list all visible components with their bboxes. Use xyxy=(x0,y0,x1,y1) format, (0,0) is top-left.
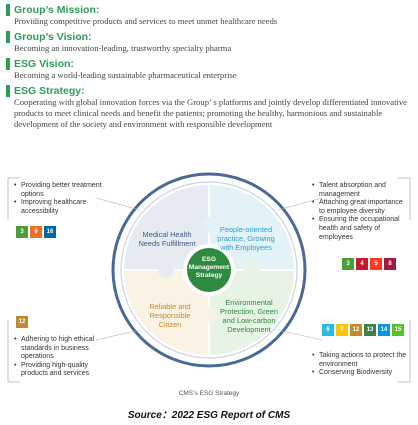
callout-bottom-right: Taking actions to protect the environmen… xyxy=(312,352,410,378)
sdg-goal-icon: 15 xyxy=(392,324,404,336)
quadrant-label-top-left: Medical Health Needs Fulfillment xyxy=(138,230,196,248)
esg-vision-text: Becoming a world-leading sustainable pha… xyxy=(14,70,237,80)
puzzle-wheel xyxy=(7,172,411,383)
sdg-goal-icon: 12 xyxy=(350,324,362,336)
sdg-goal-icon: 6 xyxy=(322,324,334,336)
callout-item: Conserving Biodiversity xyxy=(312,369,410,378)
sdg-goal-icon: 5 xyxy=(370,258,382,270)
green-marker xyxy=(6,31,10,43)
callout-item: Improving healthcare accessibility xyxy=(14,199,106,216)
green-marker xyxy=(6,4,10,16)
callout-top-left: Providing better treatment optionsImprov… xyxy=(14,182,106,216)
callout-item: Ensuring the occupational health and saf… xyxy=(312,216,410,242)
sdg-goal-icon: 14 xyxy=(378,324,390,336)
source-note: Source：2022 ESG Report of CMS xyxy=(127,410,291,421)
green-marker xyxy=(6,85,10,97)
puzzle-knob xyxy=(201,217,217,233)
esg-strategy-diagram: ESG Management Strategy Medical Health N… xyxy=(0,170,418,400)
sdg-icons-bottom-left: 12 xyxy=(16,316,28,328)
quadrant-label-bottom-left: Reliable and Responsible Citizen xyxy=(149,302,191,329)
callout-bottom-left: Adhering to high ethical standards in bu… xyxy=(14,336,114,379)
vision-text: Becoming an innovation-leading, trustwor… xyxy=(14,43,232,53)
callout-item: Talent absorption and management xyxy=(312,182,410,199)
green-marker xyxy=(6,58,10,70)
esg-strategy-text: Cooperating with global innovation force… xyxy=(14,97,407,129)
callout-item: Adhering to high ethical standards in bu… xyxy=(14,336,114,362)
puzzle-knob xyxy=(158,262,174,278)
esg-strategy-section: ESG Strategy: Cooperating with global in… xyxy=(6,85,414,130)
sdg-goal-icon: 4 xyxy=(356,258,368,270)
callout-list: Talent absorption and managementAttachin… xyxy=(312,182,410,242)
quadrant-bottom-left xyxy=(121,269,210,358)
callout-item: Taking actions to protect the environmen… xyxy=(312,352,410,369)
vision-section: Group’s Vision: Becoming an innovation-l… xyxy=(6,31,414,54)
sdg-goal-icon: 12 xyxy=(16,316,28,328)
sdg-goal-icon: 9 xyxy=(30,226,42,238)
vision-title: Group’s Vision: xyxy=(14,31,92,43)
puzzle-knob xyxy=(244,262,260,278)
sdg-goal-icon: 13 xyxy=(364,324,376,336)
mission-section: Group’s Mission: Providing competitive p… xyxy=(6,4,414,27)
core-circle xyxy=(187,248,231,292)
statements-section: Group’s Mission: Providing competitive p… xyxy=(6,4,414,134)
diagram-caption: CMS’s ESG Strategy xyxy=(178,390,240,397)
callout-list: Adhering to high ethical standards in bu… xyxy=(14,336,114,379)
quadrant-label-top-right: People-oriented practice, Growing with E… xyxy=(217,225,275,252)
callout-list: Taking actions to protect the environmen… xyxy=(312,352,410,378)
quadrant-top-left xyxy=(121,182,210,271)
callout-frames xyxy=(7,177,411,383)
sdg-goal-icon: 7 xyxy=(336,324,348,336)
sdg-goal-icon: 3 xyxy=(342,258,354,270)
mission-text: Providing competitive products and servi… xyxy=(14,16,278,26)
sdg-goal-icon: 8 xyxy=(384,258,396,270)
esg-vision-title: ESG Vision: xyxy=(14,58,74,70)
esg-strategy-title: ESG Strategy: xyxy=(14,85,85,97)
callout-top-right: Talent absorption and managementAttachin… xyxy=(312,182,410,242)
quadrant-bottom-right xyxy=(208,269,297,358)
esg-vision-section: ESG Vision: Becoming a world-leading sus… xyxy=(6,58,414,81)
core-label: ESG Management Strategy xyxy=(188,256,230,279)
callout-list: Providing better treatment optionsImprov… xyxy=(14,182,106,216)
callout-item: Attaching great importance to employee d… xyxy=(312,199,410,216)
quadrant-label-bottom-right: Environmental Protection, Green and Low-… xyxy=(220,298,278,334)
sdg-goal-icon: 3 xyxy=(16,226,28,238)
mission-title: Group’s Mission: xyxy=(14,4,100,16)
quadrant-top-right xyxy=(208,182,297,271)
inner-ring xyxy=(120,181,298,359)
sdg-goal-icon: 16 xyxy=(44,226,56,238)
callout-item: Providing high-quality products and serv… xyxy=(14,362,114,379)
puzzle-knob xyxy=(201,307,217,323)
callout-item: Providing better treatment options xyxy=(14,182,106,199)
